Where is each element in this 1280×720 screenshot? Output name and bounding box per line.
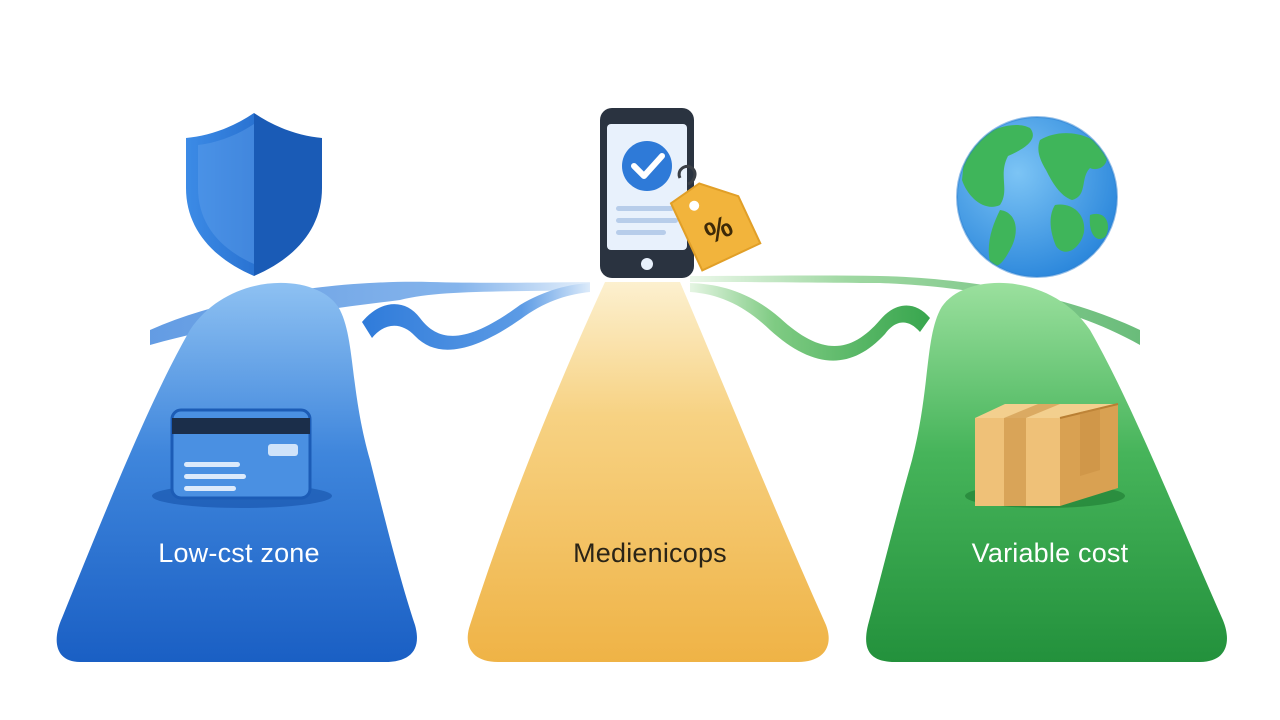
middle-zone-shape [467, 282, 829, 662]
smartphone-check-icon [600, 108, 694, 278]
credit-card-icon [152, 408, 332, 508]
discount-tag-icon: % [669, 164, 762, 272]
variable-cost-zone-label: Variable cost [971, 538, 1129, 568]
middle-zone-label: Medienicops [573, 538, 727, 568]
blue-ribbon-wave [362, 283, 590, 350]
low-cost-zone-label: Low-cst zone [158, 538, 320, 568]
green-ribbon-wave [690, 283, 930, 361]
globe-icon [956, 116, 1118, 278]
shield-icon [186, 113, 322, 276]
package-box-icon [965, 403, 1125, 508]
